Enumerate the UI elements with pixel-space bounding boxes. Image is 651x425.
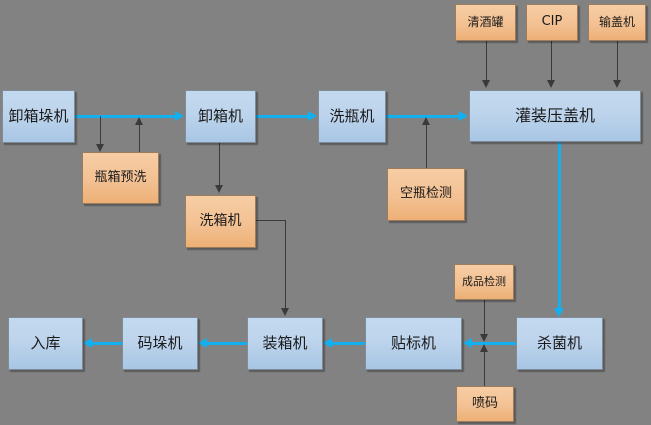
node-shugaiji[interactable]: 输盖机 xyxy=(588,4,646,41)
arrowhead-to-ruku xyxy=(83,338,92,348)
edge-penma-to-mainline xyxy=(484,350,485,386)
arrowhead-to-zhuangxiangji-top xyxy=(281,308,289,316)
node-qingjiuguan[interactable]: 清酒罐 xyxy=(455,4,516,41)
edge-xipingji-to-guanzhuangyagaiji xyxy=(386,115,460,118)
edge-tiebiaoji-to-zhuangxiangji xyxy=(332,342,365,345)
node-xixiangji[interactable]: 洗箱机 xyxy=(185,195,256,248)
edge-maduoji-to-ruku xyxy=(92,342,122,345)
node-kongpingjiance[interactable]: 空瓶检测 xyxy=(387,168,465,221)
edge-cip-to-guanzhuangyagaiji xyxy=(551,41,552,82)
node-zhuangxiangji[interactable]: 装箱机 xyxy=(247,317,323,370)
edge-guanzhuangyagaiji-to-shajunji xyxy=(558,142,561,310)
arrowhead-chengpinjiance xyxy=(480,334,488,342)
arrowhead-to-xiexiangji xyxy=(175,111,184,121)
node-tiebiaoji[interactable]: 贴标机 xyxy=(365,317,462,370)
arrowhead-qingjiuguan xyxy=(482,80,490,88)
arrowhead-cip xyxy=(547,80,555,88)
arrowhead-shugaiji xyxy=(613,80,621,88)
node-shajunji[interactable]: 杀菌机 xyxy=(516,317,603,370)
node-penma[interactable]: 喷码 xyxy=(456,386,514,422)
node-pingxiangyuxi[interactable]: 瓶箱预洗 xyxy=(82,152,159,204)
edge-shajunji-to-tiebiaoji xyxy=(472,342,516,345)
node-xipingji[interactable]: 洗瓶机 xyxy=(318,90,386,143)
edge-chengpinjiance-to-mainline xyxy=(484,300,485,336)
arrowhead-to-xipingji xyxy=(308,111,317,121)
node-maduoji[interactable]: 码垛机 xyxy=(122,317,198,370)
arrowhead-penma xyxy=(480,344,488,352)
node-ruku[interactable]: 入库 xyxy=(8,317,83,370)
node-chengpinjiance[interactable]: 成品检测 xyxy=(454,264,514,300)
edge-shugaiji-to-guanzhuangyagaiji xyxy=(617,41,618,82)
node-xiexiangduoji[interactable]: 卸箱垛机 xyxy=(2,90,75,143)
edge-xiexiangji-to-xipingji xyxy=(256,115,309,118)
arrowhead-to-guanzhuangyagaiji xyxy=(459,111,468,121)
edge-xixiangji-elbow-horizontal xyxy=(256,220,285,221)
edge-pingxiangyuxi-to-mainline xyxy=(139,124,140,152)
arrowhead-to-tiebiaoji xyxy=(463,338,472,348)
arrowhead-to-zhuangxiangji xyxy=(323,338,332,348)
arrowhead-to-pingxiangyuxi xyxy=(96,144,104,152)
edge-xiexiangji-to-xixiangji xyxy=(219,143,220,187)
node-guanzhuangyagaiji[interactable]: 灌装压盖机 xyxy=(469,90,641,142)
arrowhead-to-xixiangji xyxy=(215,185,223,193)
arrowhead-pingxiangyuxi-return xyxy=(135,117,143,125)
arrowhead-kongpingjiance xyxy=(422,117,430,125)
arrowhead-to-maduoji xyxy=(198,338,207,348)
edge-qingjiuguan-to-guanzhuangyagaiji xyxy=(486,41,487,82)
arrowhead-to-shajunji xyxy=(554,308,564,317)
edge-xiexiangduoji-to-xiexiangji xyxy=(75,115,176,118)
node-cip[interactable]: CIP xyxy=(526,4,578,41)
edge-zhuangxiangji-to-maduoji xyxy=(207,342,247,345)
edge-xiexiangduoji-to-pingxiangyuxi xyxy=(100,116,101,146)
node-xiexiangji[interactable]: 卸箱机 xyxy=(185,90,256,143)
edge-kongpingjiance-to-mainline xyxy=(426,124,427,168)
edge-xixiangji-elbow-vertical xyxy=(285,220,286,310)
